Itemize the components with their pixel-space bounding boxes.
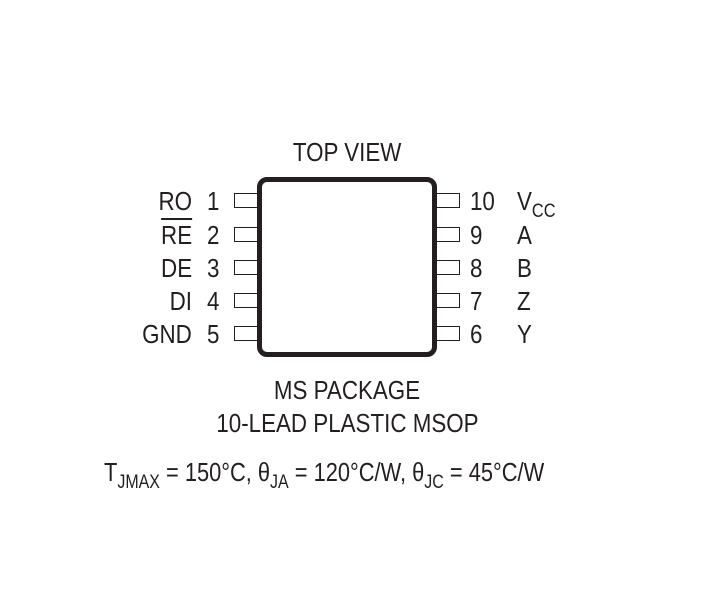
pin-number-10: 10 [470,186,495,216]
pin-number-3: 3 [207,253,220,283]
thermal-specs: TJMAX = 150°C, θJA = 120°C/W, θJC = 45°C… [104,457,545,493]
pin-number-1: 1 [207,186,220,216]
pin-number-9: 9 [470,220,483,250]
lead-pin-1 [234,193,257,208]
pin-name-GND: GND [142,319,192,349]
top-view-label: TOP VIEW [247,139,447,165]
ic-package-outline [257,177,437,357]
lead-pin-6 [437,326,460,341]
package-description: 10-LEAD PLASTIC MSOP [215,408,479,438]
pin-number-6: 6 [470,319,483,349]
lead-pin-9 [437,227,460,242]
top-view-text: TOP VIEW [292,137,402,167]
pin-name-RE-bar: RE [160,220,192,250]
pin-name-Z: Z [517,286,531,316]
pin-name-RO: RO [158,186,192,216]
lead-pin-8 [437,260,460,275]
pin-name-B: B [517,253,532,283]
lead-pin-7 [437,293,460,308]
pin-number-5: 5 [207,319,220,349]
lead-pin-5 [234,326,257,341]
pin-name-DE: DE [160,253,192,283]
pin-name-Y: Y [517,319,532,349]
pin-number-8: 8 [470,253,483,283]
pin-name-A: A [517,220,532,250]
lead-pin-10 [437,193,460,208]
package-name: MS PACKAGE [273,375,421,405]
pin-number-4: 4 [207,286,220,316]
lead-pin-4 [234,293,257,308]
pin-name-DI: DI [169,286,192,316]
lead-pin-2 [234,227,257,242]
pin-number-2: 2 [207,220,220,250]
pin-number-7: 7 [470,286,483,316]
pin-name-VCC: VCC [517,186,556,222]
lead-pin-3 [234,260,257,275]
